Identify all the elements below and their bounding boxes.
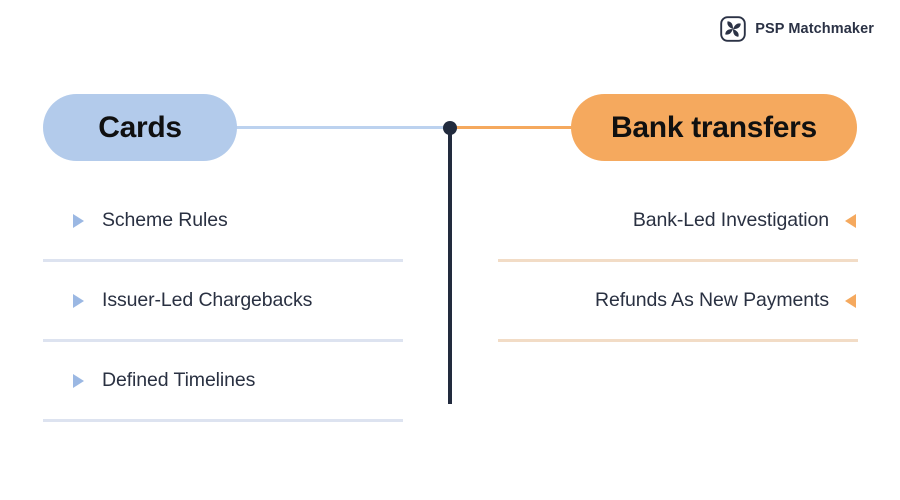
list-item-label: Bank-Led Investigation [632, 209, 829, 231]
connector-line-vertical [448, 128, 452, 404]
triangle-right-icon [73, 213, 84, 228]
list-divider [43, 339, 403, 342]
list-divider [43, 419, 403, 422]
list-item-label: Defined Timelines [102, 369, 256, 391]
right-column-list: Bank-Led Investigation Refunds As New Pa… [498, 182, 858, 342]
list-item[interactable]: Defined Timelines [43, 342, 403, 419]
category-pill-cards-label: Cards [98, 110, 182, 144]
list-item[interactable]: Issuer-Led Chargebacks [43, 262, 403, 339]
brand-logo: PSP Matchmaker [720, 16, 874, 42]
category-pill-cards[interactable]: Cards [43, 94, 237, 161]
triangle-left-icon [845, 293, 856, 308]
triangle-right-icon [73, 373, 84, 388]
triangle-right-icon [73, 293, 84, 308]
list-item-label: Issuer-Led Chargebacks [102, 289, 313, 311]
pinwheel-logo-icon [720, 16, 746, 42]
connector-line-left [232, 126, 452, 129]
list-item[interactable]: Scheme Rules [43, 182, 403, 259]
triangle-left-icon [845, 213, 856, 228]
list-item[interactable]: Refunds As New Payments [498, 262, 858, 339]
brand-name: PSP Matchmaker [755, 21, 874, 37]
left-column-list: Scheme Rules Issuer-Led Chargebacks Defi… [43, 182, 403, 422]
list-item-label: Scheme Rules [102, 209, 228, 231]
list-divider [498, 259, 858, 262]
list-divider [43, 259, 403, 262]
connector-center-dot [443, 121, 457, 135]
connector-line-right [449, 126, 579, 129]
category-pill-bank-transfers[interactable]: Bank transfers [571, 94, 857, 161]
list-item-label: Refunds As New Payments [595, 289, 829, 311]
category-pill-bank-transfers-label: Bank transfers [611, 110, 817, 144]
list-item[interactable]: Bank-Led Investigation [498, 182, 858, 259]
list-divider [498, 339, 858, 342]
